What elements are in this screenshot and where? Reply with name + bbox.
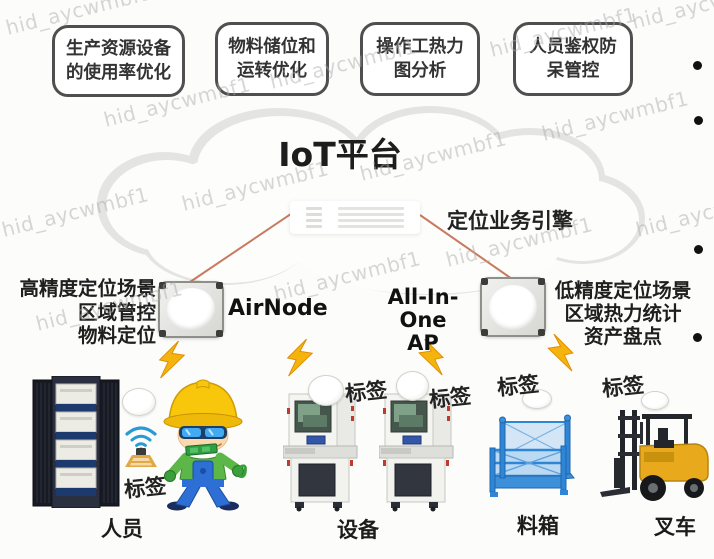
usecase-box-heatmap-analysis: 操作工热力 图分析: [360, 22, 480, 96]
equipment-machine-icon: [283, 393, 358, 512]
usecase-text: 生产资源设备: [66, 38, 171, 59]
scene-line: 高精度定位场景: [19, 277, 156, 300]
server-rack-icon: [32, 376, 120, 508]
usecase-text: 物料储位和: [228, 36, 316, 57]
list-bullet: [693, 61, 702, 70]
list-bullet: [694, 245, 703, 254]
all-in-one-ap-label: All-In-One AP: [368, 286, 478, 355]
all-in-one-ap-device-icon: [480, 277, 546, 337]
wifi-beacon-icon: [125, 426, 157, 467]
scene-line: 低精度定位场景: [554, 279, 692, 302]
airnode-label: AirNode: [228, 296, 328, 321]
tag-label: 标签: [427, 383, 473, 413]
scene-line: 资产盘点: [583, 325, 662, 348]
scene-line: 区域热力统计: [564, 302, 682, 325]
watermark: hid_aycwmbf1: [629, 0, 714, 34]
usecase-box-personnel-control: 人员鉴权防 呆管控: [513, 22, 633, 96]
positioning-engine-label: 定位业务引擎: [447, 209, 573, 233]
material-cage-icon: [489, 414, 575, 497]
worker-cartoon: [163, 379, 247, 511]
lightning-bolt-icon: [158, 341, 186, 379]
aio-line: All-In-One: [387, 285, 459, 332]
positioning-tag-icon: [522, 389, 552, 409]
usecase-text: 的使用率优化: [66, 63, 171, 83]
positioning-tag-icon: [122, 388, 156, 416]
tag-label: 标签: [122, 473, 168, 503]
scene-line: 物料定位: [77, 324, 156, 347]
usecase-box-material-storage: 物料储位和 运转优化: [215, 22, 329, 96]
watermark: hid_aycwmbf1: [633, 182, 714, 242]
usecase-text: 操作工热力: [376, 36, 464, 57]
positioning-tag-icon: [308, 375, 344, 406]
list-bullet: [694, 116, 703, 125]
list-bullet: [693, 333, 702, 342]
positioning-engine-icon: [290, 201, 420, 234]
usecase-text: 人员鉴权防: [529, 36, 617, 57]
equipment-label: 设备: [337, 518, 379, 542]
high-precision-scene-text: 高精度定位场景 区域管控 物料定位: [8, 277, 156, 348]
person-label: 人员: [101, 517, 143, 541]
usecase-text: 运转优化: [237, 61, 307, 81]
material-box-label: 料箱: [517, 514, 559, 538]
aio-line: AP: [407, 331, 439, 355]
scene-line: 区域管控: [77, 300, 156, 324]
usecase-box-resource-optimization: 生产资源设备 的使用率优化: [52, 25, 185, 97]
lightning-bolt-icon: [286, 339, 314, 377]
positioning-tag-icon: [396, 371, 429, 401]
tag-label: 标签: [343, 377, 389, 407]
lightning-bolt-icon: [418, 339, 445, 376]
forklift-icon: [600, 410, 709, 501]
positioning-tag-icon: [641, 391, 669, 410]
iot-platform-title: IoT平台: [278, 135, 402, 174]
airnode-device-icon: [158, 281, 224, 338]
equipment-machine-icon: [379, 393, 454, 512]
lightning-bolt-icon: [547, 334, 574, 372]
tag-label: 标签: [495, 371, 541, 401]
low-precision-scene-text: 低精度定位场景 区域热力统计 资产盘点: [551, 279, 695, 348]
usecase-text: 呆管控: [546, 61, 600, 81]
tag-label: 标签: [600, 372, 646, 402]
usecase-text: 图分析: [393, 61, 447, 81]
forklift-label: 叉车: [654, 515, 696, 539]
